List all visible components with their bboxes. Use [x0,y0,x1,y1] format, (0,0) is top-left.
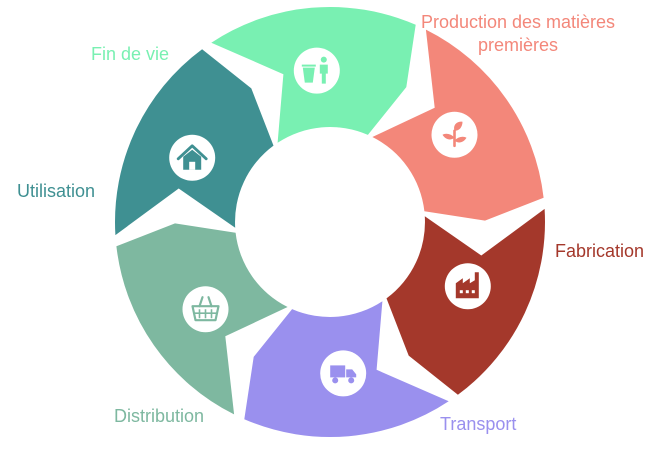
center-hole [236,128,424,316]
house-icon [169,134,216,181]
label-utilisation: Utilisation [17,181,96,201]
trash-person-icon [293,47,340,94]
label-fabrication: Fabrication [555,241,645,261]
label-production-line1: Production des matières [420,12,616,32]
label-fin-de-vie: Fin de vie [91,44,170,64]
truck-icon [320,350,367,397]
label-transport: Transport [440,414,517,434]
label-distribution: Distribution [114,406,205,426]
label-production: Production des matières premières [414,11,622,57]
basket-icon [182,286,229,333]
plant-icon [431,111,478,158]
factory-icon [444,263,491,310]
label-production-line2: premières [477,35,559,55]
